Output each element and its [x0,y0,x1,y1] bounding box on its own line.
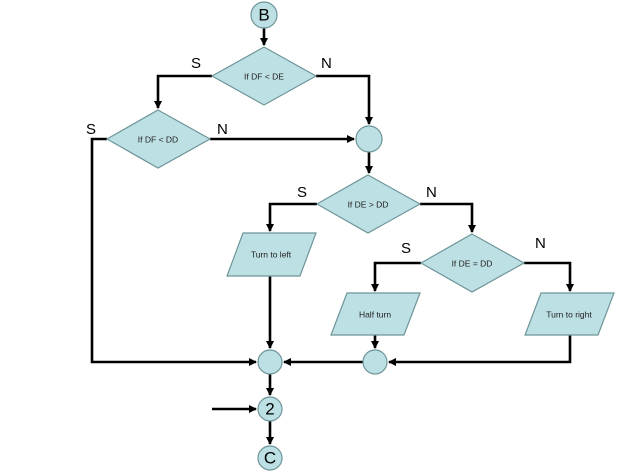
arrow-d1-no [316,74,373,125]
action-text: Half turn [359,309,391,319]
junction-circle [362,349,388,375]
yes-label: S [297,184,307,201]
arrow-right-to-join [388,335,572,366]
action-turn-left: Turn to left [226,232,317,277]
arrow-d3-no [420,202,476,233]
yes-label: S [86,121,96,138]
decision-df-de: If DF < DE S N [191,46,332,106]
action-text: Turn to right [546,309,592,319]
arrow-d4-yes [371,261,421,292]
connector-c: C [257,445,283,471]
decision-text: If DE > DD [348,199,389,209]
decision-df-dd: If DF < DD S N [86,109,228,169]
decision-text: If DF < DE [244,71,284,81]
connector-label: B [258,6,269,25]
connector-b: B [250,1,278,29]
no-label: N [535,235,546,252]
arrow-d3-yes [266,202,317,232]
arrow-d2-yes [90,137,257,366]
yes-label: S [191,55,201,72]
no-label: N [217,121,228,138]
connector-2: 2 [257,396,283,422]
junction-circle [257,349,283,375]
no-label: N [321,55,332,72]
connector-lines [90,28,574,445]
action-text: Turn to left [251,249,292,259]
arrow-d4-no [524,261,574,292]
junction-circle [355,125,383,153]
no-label: N [426,184,437,201]
arrow-d1-yes [154,74,212,109]
decision-text: If DE = DD [452,258,493,268]
connector-label: C [264,449,276,468]
yes-label: S [401,240,411,257]
action-turn-right: Turn to right [524,292,615,336]
decision-de-gt-dd: If DE > DD S N [297,174,437,234]
decision-text: If DF < DD [138,134,178,144]
action-half-turn: Half turn [330,292,421,336]
connector-label: 2 [265,400,274,419]
decision-de-eq-dd: If DE = DD S N [401,233,546,293]
